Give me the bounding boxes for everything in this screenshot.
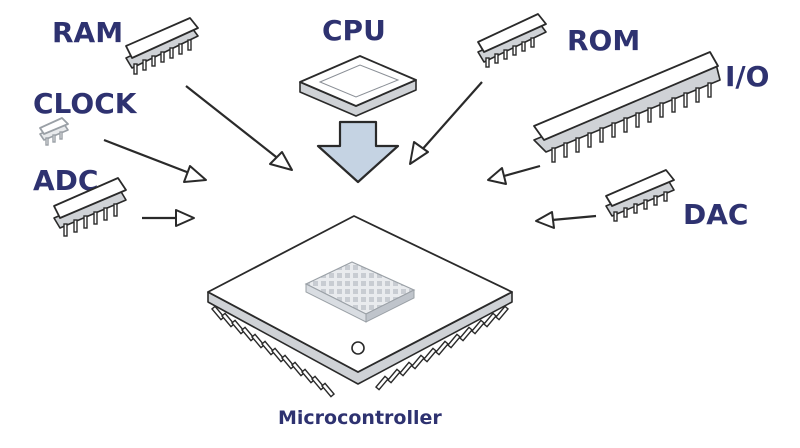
cpu-label: CPU bbox=[322, 14, 386, 47]
clock-crystal-icon bbox=[39, 117, 69, 146]
ram-label: RAM bbox=[52, 16, 123, 49]
rom-chip-icon bbox=[477, 13, 547, 68]
ram-arrow bbox=[185, 85, 293, 171]
dac-label: DAC bbox=[683, 198, 748, 231]
adc-arrow bbox=[142, 209, 195, 227]
cpu-chip-icon bbox=[299, 55, 417, 117]
dac-arrow bbox=[535, 211, 597, 229]
ram-chip-icon bbox=[125, 17, 199, 75]
clock-label: CLOCK bbox=[33, 87, 138, 120]
adc-chip-icon bbox=[53, 177, 127, 237]
microcontroller-label: Microcontroller bbox=[278, 407, 442, 429]
microcontroller-chip-icon bbox=[207, 215, 513, 398]
rom-label: ROM bbox=[567, 24, 640, 57]
io-label: I/O bbox=[725, 60, 769, 93]
clock-arrow bbox=[103, 138, 207, 183]
cpu-down-arrow bbox=[316, 120, 400, 184]
rom-arrow bbox=[409, 81, 483, 165]
dac-chip-icon bbox=[605, 169, 675, 222]
io-chip-icon bbox=[533, 51, 721, 163]
io-arrow bbox=[487, 164, 541, 185]
